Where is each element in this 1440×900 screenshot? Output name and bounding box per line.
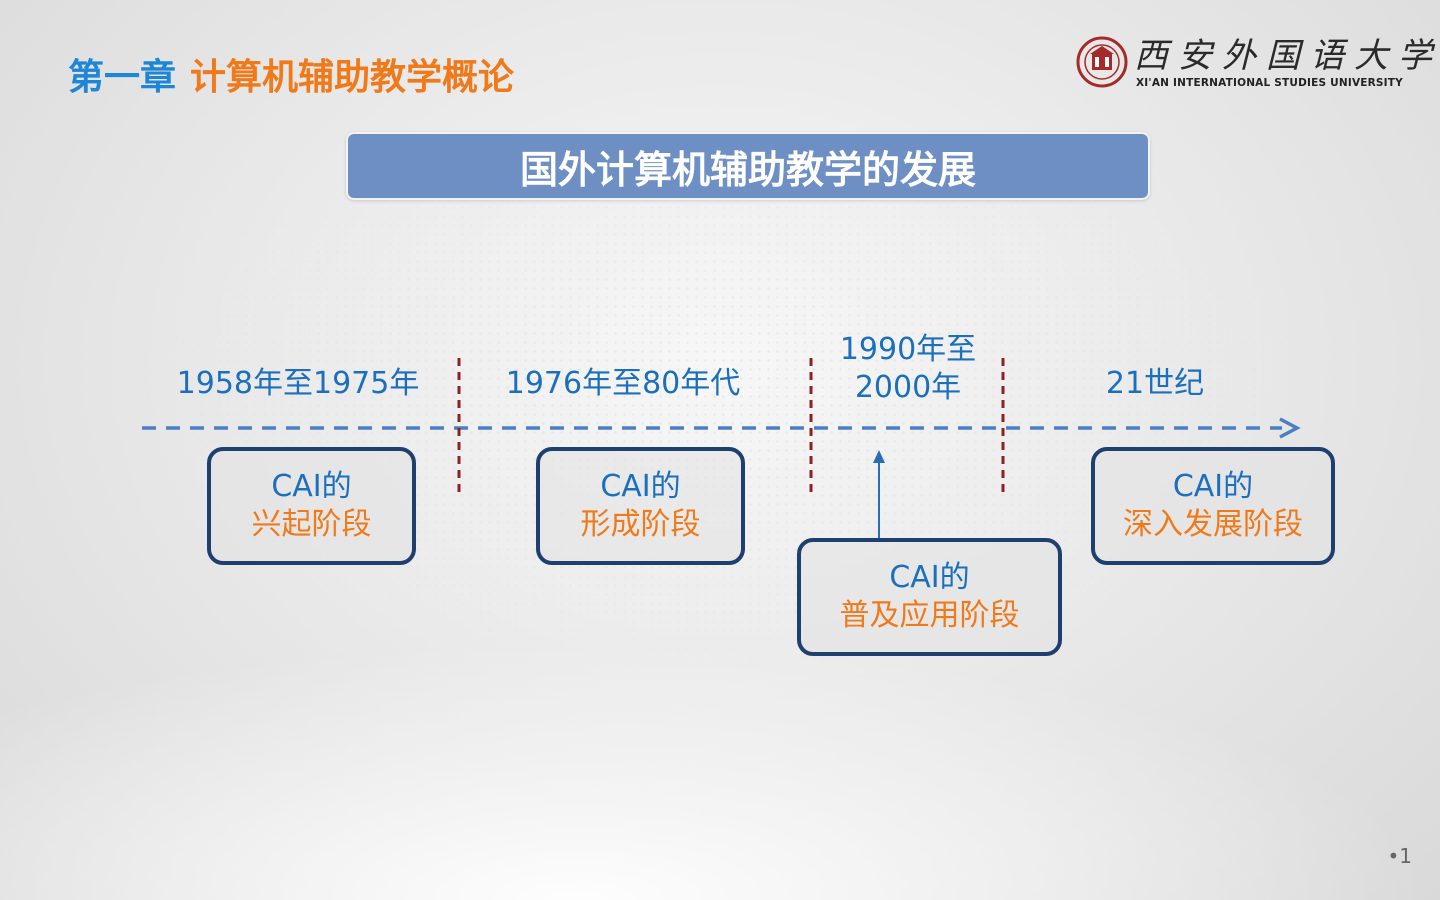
stage-box: CAI的 普及应用阶段 — [797, 538, 1062, 656]
stage-box: CAI的 深入发展阶段 — [1091, 447, 1335, 565]
chapter-name: 计算机辅助教学概论 — [190, 57, 515, 98]
background-glow — [0, 640, 1440, 900]
chapter-title: 第一章计算机辅助教学概论 — [68, 48, 514, 100]
stage-prefix: CAI的 — [600, 469, 681, 504]
page-number: •1 — [1387, 844, 1412, 868]
stage-name: 形成阶段 — [580, 507, 701, 542]
banner-title: 国外计算机辅助教学的发展 — [519, 147, 976, 192]
period-label: 21世纪 — [1105, 366, 1205, 401]
university-seal-icon — [1076, 36, 1128, 88]
background-dot-map — [80, 140, 1360, 700]
university-name-cn: 西安外国语大学 — [1134, 36, 1440, 76]
university-logo: 西安外国语大学 XI'AN INTERNATIONAL STUDIES UNIV… — [1076, 26, 1432, 98]
stage-name: 普及应用阶段 — [839, 598, 1020, 633]
timeline-arrow-icon — [1279, 417, 1301, 439]
stage-name: 深入发展阶段 — [1123, 507, 1303, 542]
chapter-prefix: 第一章 — [68, 57, 177, 98]
stage-name: 兴起阶段 — [251, 507, 372, 542]
period-label: 1976年至80年代 — [505, 366, 741, 401]
period-label-line: 1990年至 — [839, 332, 977, 367]
university-name-en: XI'AN INTERNATIONAL STUDIES UNIVERSITY — [1136, 77, 1403, 89]
period-label: 1958年至1975年 — [176, 366, 420, 401]
period-label-line: 2000年 — [854, 370, 962, 405]
period-label: 1990年至 2000年 — [826, 331, 990, 407]
stage-prefix: CAI的 — [1172, 469, 1254, 504]
stage-prefix: CAI的 — [271, 469, 352, 504]
stage-box: CAI的 形成阶段 — [536, 447, 745, 565]
stage-prefix: CAI的 — [889, 560, 970, 595]
section-banner: 国外计算机辅助教学的发展 — [346, 132, 1150, 200]
pointer-arrow-icon — [873, 450, 885, 463]
stage-box: CAI的 兴起阶段 — [207, 447, 416, 565]
